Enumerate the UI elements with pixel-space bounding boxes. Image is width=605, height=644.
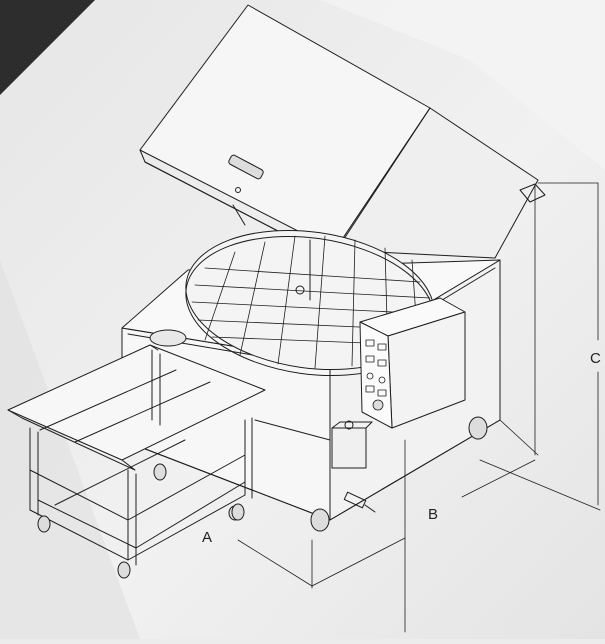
lid-right [334,107,546,259]
dimension-label-b: B [428,506,439,523]
dimension-lines [237,182,601,633]
drain-port [149,329,187,347]
loading-cart [7,344,266,579]
valve [343,491,376,513]
dimension-label-c: C [590,350,601,367]
control-panel [359,297,466,429]
pump-box [331,420,373,469]
dimension-label-a: A [202,529,213,546]
corner-band [0,0,95,95]
lid-handle [228,154,264,193]
